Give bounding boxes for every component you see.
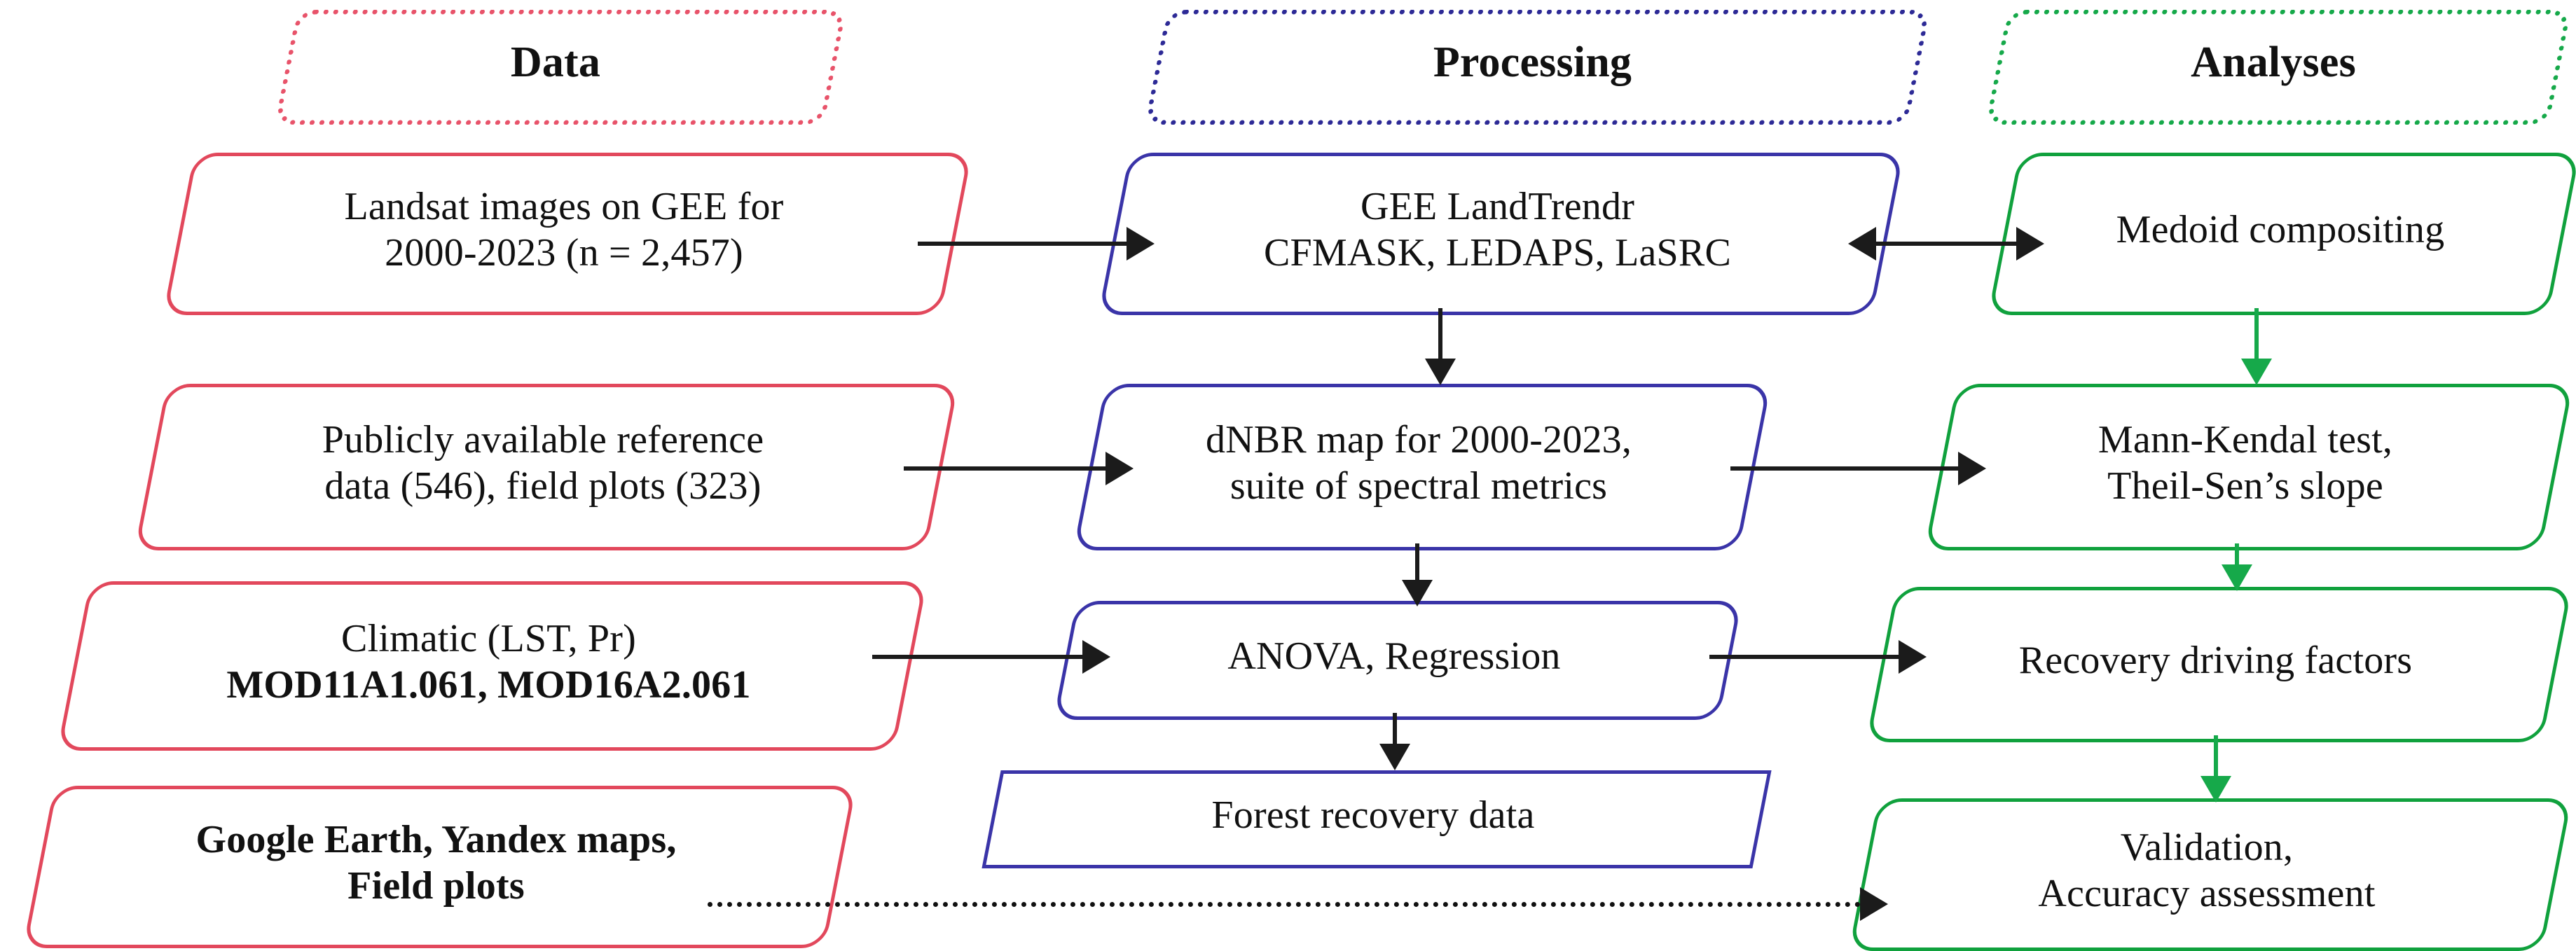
node-data-reference-data: Publicly available reference data (546),… [134,384,959,550]
arrowhead-right [1127,227,1155,261]
connector-analyses0-analyses1 [2254,308,2259,363]
node-label: Publicly available reference data (546),… [322,418,764,508]
arrowhead-right [2016,227,2044,261]
arrowhead-down [1425,359,1456,385]
connector-data2-processing2 [872,655,1096,659]
arrowhead-right [1958,452,1986,485]
node-data-climatic: Climatic (LST, Pr) MOD11A1.061, MOD16A2.… [57,581,928,751]
arrowhead-down [2222,564,2252,591]
column-header-data-label: Data [510,38,601,86]
column-header-analyses: Analyses [1985,10,2571,125]
arrowhead-right [1106,452,1134,485]
connector-data1-processing1 [904,466,1117,471]
arrowhead-left [1848,227,1876,261]
column-header-analyses-label: Analyses [2191,38,2356,86]
arrowhead-down [1402,580,1433,606]
node-processing-forest-recovery-data: Forest recovery data [982,770,1772,868]
connector-analyses2-analyses3 [2214,735,2218,784]
node-processing-gee-landtrendr: GEE LandTrendr CFMASK, LEDAPS, LaSRC [1098,153,1904,315]
node-label: GEE LandTrendr CFMASK, LEDAPS, LaSRC [1263,185,1731,275]
node-data-landsat-images: Landsat images on GEE for 2000-2023 (n =… [163,153,972,315]
connector-processing2-processing3 [1393,713,1397,748]
column-header-processing-label: Processing [1433,38,1632,86]
node-analyses-mann-kendal: Mann-Kendal test, Theil-Sen’s slope [1924,384,2574,550]
arrowhead-down [1379,744,1410,770]
node-analyses-recovery-driving-factors: Recovery driving factors [1866,587,2572,742]
node-label: Forest recovery data [1211,793,1535,838]
arrowhead-down [2241,359,2272,385]
connector-processing0-analyses0 [1860,242,2035,246]
column-header-data: Data [275,10,846,125]
node-analyses-validation: Validation, Accuracy assessment [1848,798,2572,951]
connector-processing0-processing1 [1438,308,1442,363]
arrowhead-right [1899,640,1927,674]
node-processing-anova-regression: ANOVA, Regression [1053,601,1742,720]
node-label: Mann-Kendal test, Theil-Sen’s slope [2098,418,2393,508]
node-label: ANOVA, Regression [1227,634,1561,679]
connector-processing2-analyses2 [1709,655,1916,659]
arrowhead-right [1860,887,1888,921]
connector-processing1-analyses1 [1730,466,1972,471]
node-label: Climatic (LST, Pr) MOD11A1.061, MOD16A2.… [226,617,751,707]
column-header-processing: Processing [1145,10,1930,125]
node-data-google-earth: Google Earth, Yandex maps, Field plots [22,786,857,948]
node-label: Validation, Accuracy assessment [2038,826,2376,915]
node-processing-dnbr-map: dNBR map for 2000-2023, suite of spectra… [1073,384,1772,550]
node-analyses-medoid-compositing: Medoid compositing [1988,153,2576,315]
node-label: dNBR map for 2000-2023, suite of spectra… [1205,418,1632,508]
node-label: Medoid compositing [2116,208,2445,252]
node-label: Google Earth, Yandex maps, Field plots [195,818,677,908]
connector-processing1-processing2 [1415,543,1419,585]
arrowhead-right [1082,640,1110,674]
node-label: Landsat images on GEE for 2000-2023 (n =… [344,185,784,275]
connector-data0-processing0 [918,242,1135,246]
connector-data3-analyses3-dotted [708,902,1871,907]
connector-analyses1-analyses2 [2235,543,2239,584]
node-label: Recovery driving factors [2018,639,2413,683]
arrowhead-down [2200,776,2231,803]
